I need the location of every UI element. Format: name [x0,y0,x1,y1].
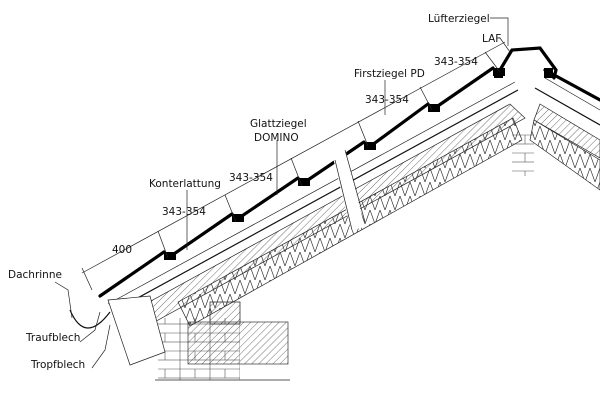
tile-batten [493,68,505,76]
roof-tile [166,212,234,260]
label-luefterziegel: Lüfterziegel [428,13,490,25]
dim-batten-1: 343-354 [162,206,206,218]
dim-eaves: 400 [112,244,132,256]
label-konterlattung: Konterlattung [149,178,221,190]
label-tropfblech: Tropfblech [30,359,85,371]
label-firstziegel: Firstziegel PD [354,68,425,80]
leader-lines [54,17,511,369]
right-roof-layers [529,68,600,191]
label-domino: DOMINO [254,132,299,144]
dim-batten-2: 343-354 [229,172,273,184]
roof-tile [300,140,366,186]
roof-tile [234,176,300,222]
label-laf: LAF [482,33,501,45]
dimension-line [81,41,506,291]
gutter [69,309,111,329]
ridge-tile [495,46,558,80]
roof-tile [430,66,495,112]
roof-tile [366,102,430,150]
roof-tile [98,250,166,298]
dim-batten-3: 343-354 [365,94,409,106]
dim-batten-4: 343-354 [434,56,478,68]
label-traufblech: Traufblech [25,332,80,344]
concrete-slab [187,321,289,365]
tile-row [98,66,505,298]
section-break [329,139,365,231]
label-dachrinne: Dachrinne [8,269,62,281]
label-glattziegel: Glattziegel [250,118,307,130]
